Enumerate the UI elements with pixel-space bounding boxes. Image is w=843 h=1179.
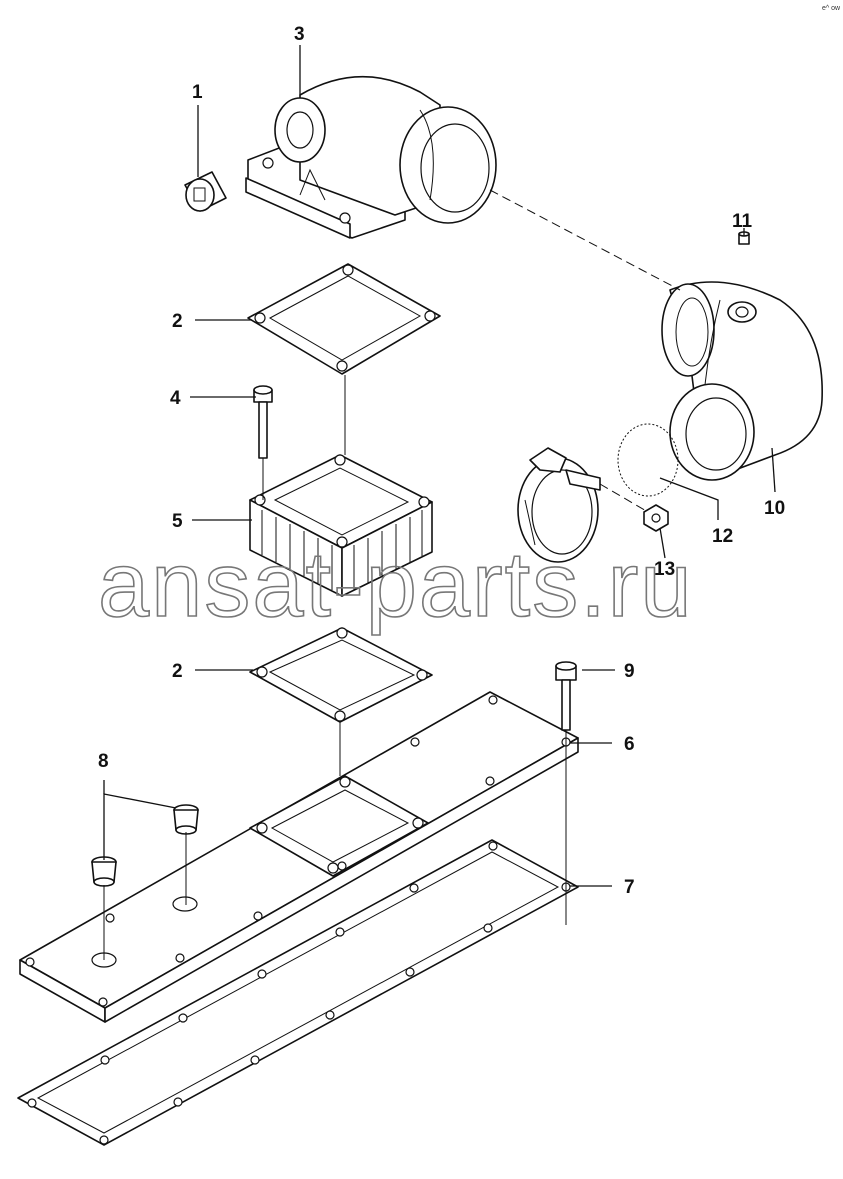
callout-5: 5: [172, 511, 183, 532]
part-8-plug-lower: [91, 856, 117, 887]
callout-2-upper: 2: [172, 311, 183, 332]
pipe-clamp: [517, 447, 601, 563]
callout-1: 1: [192, 82, 203, 103]
corner-mark: e^ ow: [822, 5, 841, 12]
callout-10: 10: [764, 498, 785, 519]
callout-12: 12: [712, 526, 733, 547]
callout-11: 11: [732, 211, 753, 232]
callout-4: 4: [170, 388, 181, 409]
callout-7: 7: [624, 877, 635, 898]
part-4-bolt: [253, 385, 273, 459]
alignment-lines: [103, 189, 681, 960]
part-8-plug-upper: [173, 804, 199, 835]
callouts: 1 3 2 4 5 2 9 6 7 8 11 10 12 13: [98, 24, 785, 898]
part-12-sealing-ring: [617, 423, 679, 497]
callout-13: 13: [654, 559, 675, 580]
part-7-base-gasket: [17, 839, 579, 1146]
callout-3: 3: [294, 24, 305, 45]
part-5-spacer-block: [249, 454, 433, 597]
part-2-lower-gasket: [249, 627, 433, 723]
callout-9: 9: [624, 661, 635, 682]
callout-8: 8: [98, 751, 109, 772]
part-9-bolt: [555, 661, 577, 731]
watermark-text: ansat-parts.ru: [98, 534, 694, 636]
callout-6: 6: [624, 734, 635, 755]
part-3-elbow-housing: [245, 75, 497, 239]
part-2-upper-gasket: [247, 263, 441, 375]
part-1-plug: [184, 171, 227, 212]
part-10-elbow: [661, 281, 823, 481]
callout-2-lower: 2: [172, 661, 183, 682]
part-13-nut: [643, 504, 669, 532]
part-6-cover-plate: [19, 691, 579, 1023]
leader-lines: [103, 45, 776, 887]
